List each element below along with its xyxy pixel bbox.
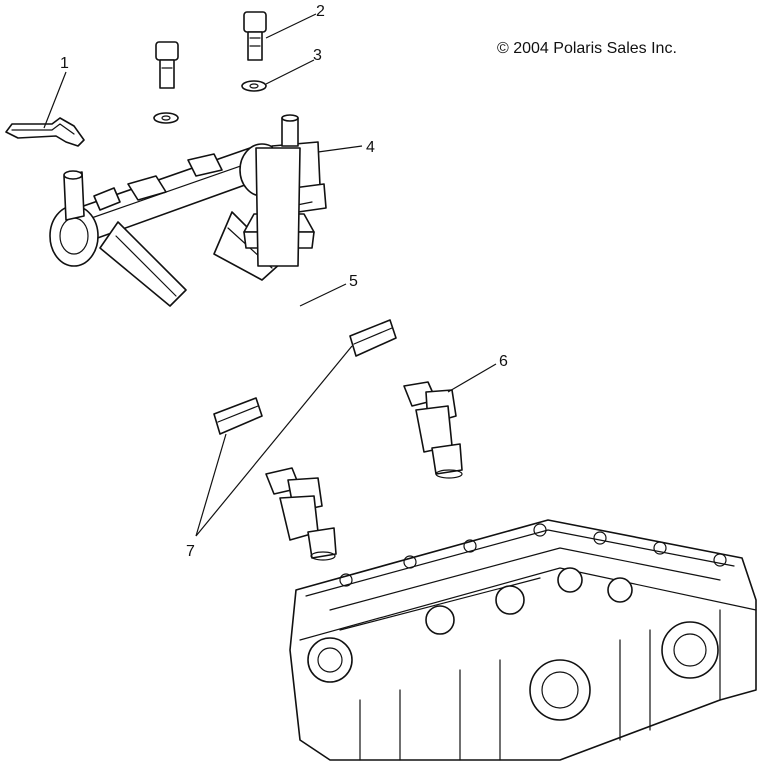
- part-connector-clip-7b: [213, 397, 263, 435]
- part-pressure-regulator-5: [243, 147, 315, 267]
- callout-3: 3: [313, 47, 322, 64]
- callout-1: 1: [60, 55, 69, 72]
- part-fuel-injector-6: [403, 381, 463, 479]
- part-screw-left: [155, 41, 179, 89]
- leader-lines: [43, 13, 497, 537]
- part-screw-2: [243, 11, 267, 61]
- part-fuel-injector-left: [265, 467, 337, 561]
- part-washer-3: [241, 80, 267, 92]
- part-washer-left: [153, 112, 179, 124]
- callout-6: 6: [499, 353, 508, 370]
- part-connector-clip-7a: [349, 319, 397, 357]
- part-cylinder-head: [289, 519, 757, 761]
- callout-numbers: 1 2 3 4 5 6 7: [60, 3, 508, 560]
- callout-5: 5: [349, 273, 358, 290]
- part-seal-1: [5, 117, 85, 147]
- copyright-notice: © 2004 Polaris Sales Inc.: [497, 40, 677, 57]
- callout-7: 7: [186, 543, 195, 560]
- callout-2: 2: [316, 3, 325, 20]
- callout-4: 4: [366, 139, 375, 156]
